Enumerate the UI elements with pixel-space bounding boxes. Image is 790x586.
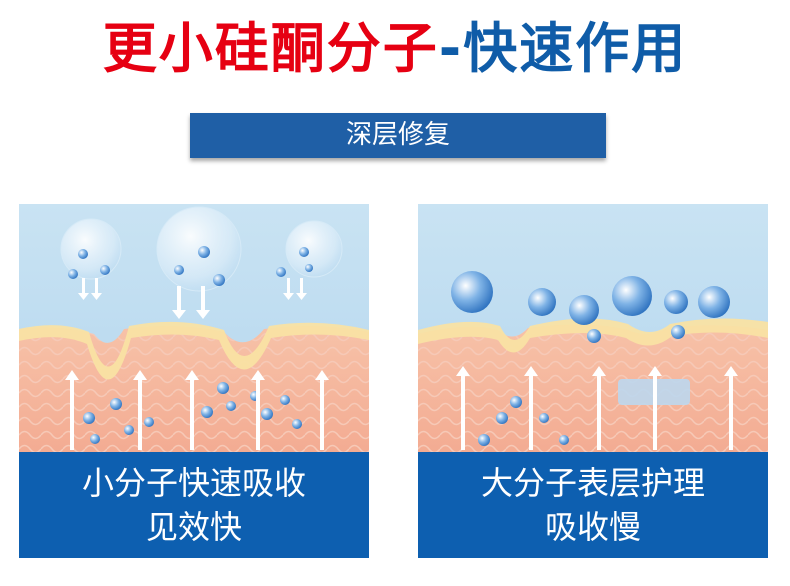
down-arrow-icon xyxy=(91,278,102,300)
large-molecule-panel: 大分子表层护理 吸收慢 xyxy=(418,204,768,558)
molecule xyxy=(698,286,730,318)
up-arrow-icon xyxy=(251,370,265,450)
caption-line-2: 吸收慢 xyxy=(544,508,641,546)
molecule xyxy=(305,264,313,272)
headline-blue-text: -快速作用 xyxy=(438,17,688,80)
molecule xyxy=(299,247,309,257)
up-arrow-icon xyxy=(724,366,738,450)
up-arrow-icon xyxy=(133,370,147,450)
up-arrow-icon xyxy=(456,366,470,450)
small-molecule-illustration xyxy=(19,204,369,454)
molecule xyxy=(261,408,273,420)
molecule xyxy=(100,265,110,275)
caption-line-1: 大分子表层护理 xyxy=(480,464,705,502)
molecule xyxy=(144,417,154,427)
bubble xyxy=(60,218,122,280)
down-arrow-icon xyxy=(78,278,89,300)
up-arrow-icon xyxy=(65,370,79,450)
molecule xyxy=(539,413,549,423)
up-arrow-icon xyxy=(524,366,538,450)
up-arrow-icon xyxy=(185,370,199,450)
molecule xyxy=(671,325,685,339)
molecule xyxy=(612,276,652,316)
bubble xyxy=(285,220,343,278)
molecule xyxy=(559,435,569,445)
caption-line-2: 见效快 xyxy=(145,508,242,546)
molecule xyxy=(110,398,122,410)
molecule xyxy=(276,267,286,277)
molecule xyxy=(226,401,236,411)
molecule xyxy=(496,412,508,424)
up-arrow-icon xyxy=(592,366,606,450)
up-arrow-icon xyxy=(315,370,329,450)
headline: 更小硅酮分子-快速作用 xyxy=(0,14,790,84)
up-arrow-icon xyxy=(648,366,662,450)
molecule xyxy=(664,290,688,314)
molecule xyxy=(451,271,493,313)
large-molecules xyxy=(451,271,730,446)
molecule xyxy=(78,249,88,259)
molecule xyxy=(83,412,95,424)
subtitle-banner: 深层修复 xyxy=(190,113,606,158)
down-arrow-icon xyxy=(283,278,294,300)
molecule xyxy=(478,434,490,446)
skin-cells xyxy=(418,324,768,454)
caption-box: 大分子表层护理 吸收慢 xyxy=(418,452,768,558)
molecule xyxy=(201,406,213,418)
molecule xyxy=(510,396,522,408)
down-arrow-icon xyxy=(296,278,307,300)
molecule xyxy=(569,295,599,325)
down-arrow-icon xyxy=(172,286,186,319)
molecule xyxy=(528,288,556,316)
caption-line-1: 小分子快速吸收 xyxy=(81,464,306,502)
molecule xyxy=(292,419,302,429)
arrows xyxy=(456,366,738,450)
molecule xyxy=(198,246,210,258)
molecule xyxy=(90,434,100,444)
small-molecule-panel: 小分子快速吸收 见效快 xyxy=(19,204,369,558)
molecule xyxy=(217,382,229,394)
molecule xyxy=(587,329,601,343)
molecule xyxy=(174,265,184,275)
caption-box: 小分子快速吸收 见效快 xyxy=(19,452,369,558)
molecule xyxy=(280,395,290,405)
arrows xyxy=(65,278,329,450)
headline-red-text: 更小硅酮分子 xyxy=(102,17,439,80)
surface-layer xyxy=(19,321,369,380)
molecule xyxy=(124,425,134,435)
large-molecule-illustration xyxy=(418,204,768,454)
molecule xyxy=(68,269,78,279)
molecule xyxy=(213,274,225,286)
down-arrow-icon xyxy=(196,286,210,319)
